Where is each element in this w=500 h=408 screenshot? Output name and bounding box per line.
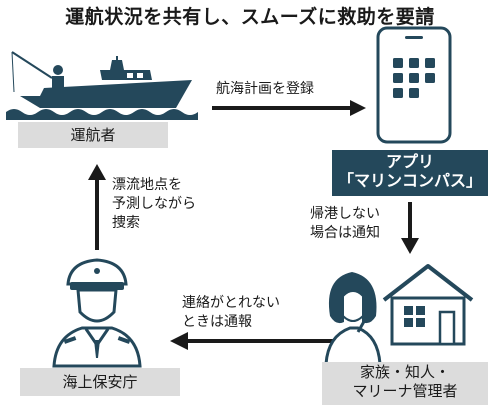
- operator-label: 運航者: [18, 122, 168, 148]
- family-label-line2: マリーナ管理者: [352, 381, 458, 400]
- app-label-line2: 「マリンコンパス」: [337, 171, 482, 191]
- notify-note-line2: 場合は通知: [310, 224, 380, 241]
- notify-note-line1: 帰港しない: [310, 206, 380, 222]
- app-grid-icon: [393, 58, 435, 98]
- coast-guard-label: 海上保安庁: [20, 368, 180, 396]
- woman-icon: [324, 272, 382, 366]
- arrow-notify: [401, 202, 419, 254]
- report-note-line2: ときは通報: [182, 313, 252, 330]
- search-note-line1: 漂流地点を: [112, 177, 182, 193]
- coast-guard-officer-icon: [52, 258, 142, 368]
- family-label: 家族・知人・ マリーナ管理者: [322, 362, 488, 405]
- register-plan-note: 航海計画を登録: [216, 81, 314, 97]
- family-label-line1: 家族・知人・: [359, 363, 450, 381]
- fishing-boat-icon: [6, 51, 198, 120]
- arrow-report: [170, 332, 338, 350]
- arrow-register: [212, 100, 366, 116]
- report-note-line1: 連絡がとれない: [182, 295, 280, 311]
- search-note-line3: 捜索: [112, 214, 140, 231]
- report-note: 連絡がとれない ときは通報: [182, 294, 280, 332]
- house-icon: [382, 264, 474, 346]
- search-note: 漂流地点を 予測しながら 捜索: [112, 176, 196, 233]
- diagram-title: 運航状況を共有し、スムーズに救助を要請: [65, 6, 435, 28]
- arrow-search: [88, 164, 106, 250]
- notify-note: 帰港しない 場合は通知: [310, 205, 380, 243]
- smartphone-icon: [376, 26, 452, 144]
- app-label-line1: アプリ: [385, 152, 434, 171]
- app-label: アプリ 「マリンコンパス」: [332, 150, 488, 196]
- search-note-line2: 予測しながら: [112, 195, 196, 212]
